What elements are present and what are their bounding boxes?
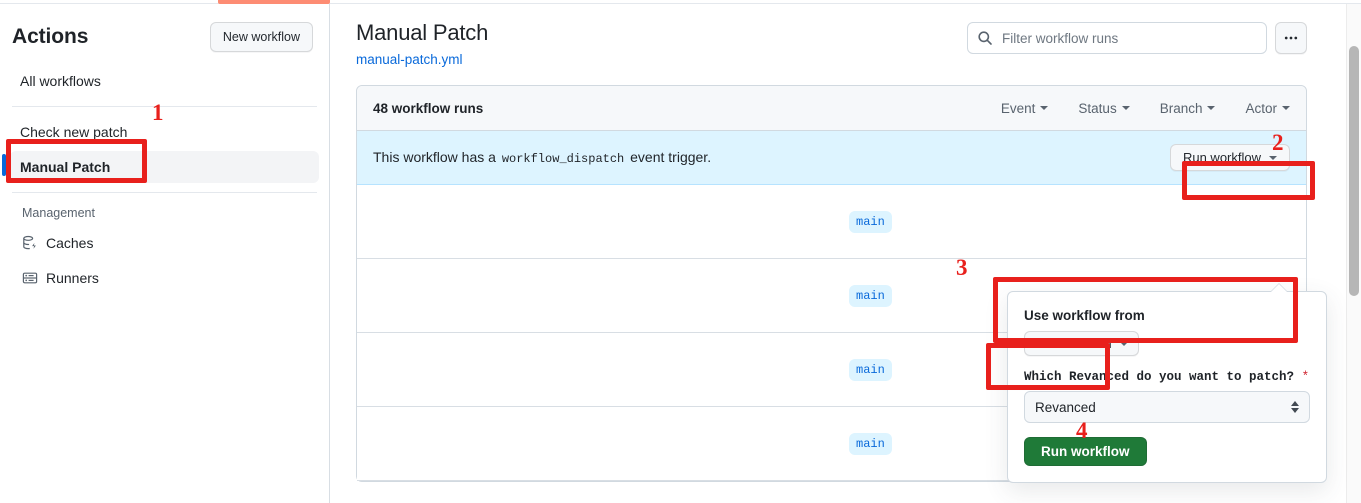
filter-branch[interactable]: Branch bbox=[1160, 101, 1216, 116]
branch-badge[interactable]: main bbox=[849, 358, 892, 381]
filter-actor[interactable]: Actor bbox=[1245, 101, 1290, 116]
page-scrollbar-track[interactable] bbox=[1346, 4, 1361, 503]
submit-run-workflow-button[interactable]: Run workflow bbox=[1024, 437, 1147, 466]
top-divider bbox=[0, 3, 1361, 4]
search-box[interactable] bbox=[967, 22, 1267, 54]
runs-toolbar: 48 workflow runs Event Status Branch bbox=[357, 86, 1306, 131]
required-marker: * bbox=[1301, 370, 1310, 384]
chevron-down-icon bbox=[1119, 341, 1128, 346]
runs-count-label: 48 workflow runs bbox=[373, 100, 484, 116]
header-controls bbox=[967, 22, 1307, 54]
kebab-horizontal-icon bbox=[1284, 36, 1298, 40]
sidebar-item-label: Caches bbox=[46, 235, 94, 251]
filters-group: Event Status Branch Actor bbox=[1001, 101, 1290, 116]
dispatch-text-before: This workflow has a bbox=[373, 149, 496, 165]
active-tab-indicator bbox=[218, 0, 330, 4]
workflow-file-link[interactable]: manual-patch.yml bbox=[356, 52, 463, 67]
patch-field-label-text: Which Revanced do you want to patch? bbox=[1024, 370, 1295, 384]
sidebar-item-label: All workflows bbox=[20, 73, 101, 89]
sidebar-divider-2 bbox=[12, 192, 317, 193]
sidebar-group-management: Management bbox=[22, 206, 95, 220]
sidebar-item-label: Runners bbox=[46, 270, 99, 286]
runners-icon bbox=[22, 270, 38, 286]
chevron-down-icon bbox=[1269, 155, 1277, 160]
search-icon bbox=[977, 30, 993, 51]
page-title: Actions bbox=[12, 25, 89, 48]
cache-icon bbox=[22, 235, 38, 251]
sidebar-item-runners[interactable]: Runners bbox=[10, 262, 319, 294]
table-row[interactable]: main bbox=[357, 185, 1306, 259]
filter-label: Status bbox=[1078, 100, 1117, 116]
sidebar-item-check-new-patch[interactable]: Check new patch bbox=[10, 116, 319, 148]
patch-field-label: Which Revanced do you want to patch? * bbox=[1024, 370, 1310, 384]
sidebar-item-label: Check new patch bbox=[20, 124, 128, 140]
chevron-down-icon bbox=[1121, 106, 1130, 110]
run-workflow-dropdown-panel: Use workflow from Branch: main Which Rev… bbox=[1007, 283, 1327, 483]
branch-selector-label: Branch: main bbox=[1035, 336, 1112, 351]
branch-selector-button[interactable]: Branch: main bbox=[1024, 331, 1139, 356]
use-workflow-from-label: Use workflow from bbox=[1024, 308, 1145, 323]
main-header: Manual Patch manual-patch.yml bbox=[331, 4, 1341, 67]
sidebar-item-all-workflows[interactable]: All workflows bbox=[10, 65, 319, 97]
chevron-down-icon bbox=[1207, 106, 1216, 110]
filter-status[interactable]: Status bbox=[1078, 100, 1130, 116]
more-options-button[interactable] bbox=[1275, 22, 1307, 54]
chevron-down-icon bbox=[1282, 106, 1290, 110]
sidebar-item-manual-patch[interactable]: Manual Patch bbox=[2, 151, 319, 183]
stepper-icon bbox=[1291, 401, 1299, 413]
dispatch-text-after: event trigger. bbox=[630, 149, 712, 165]
filter-label: Event bbox=[1000, 100, 1036, 116]
page-scrollbar-thumb[interactable] bbox=[1349, 46, 1359, 296]
workflow-heading-block: Manual Patch manual-patch.yml bbox=[356, 18, 488, 67]
filter-event[interactable]: Event bbox=[1001, 101, 1049, 116]
patch-select[interactable]: Revanced bbox=[1024, 391, 1310, 423]
dispatch-event-code: workflow_dispatch bbox=[501, 152, 625, 166]
workflow-dispatch-banner: This workflow has a workflow_dispatch ev… bbox=[357, 131, 1306, 185]
dispatch-banner-text: This workflow has a workflow_dispatch ev… bbox=[373, 149, 711, 166]
sidebar-divider-1 bbox=[12, 106, 317, 107]
sidebar-nav: All workflows Check new patch Manual Pat… bbox=[0, 65, 329, 294]
chevron-down-icon bbox=[1040, 106, 1049, 110]
filter-label: Actor bbox=[1245, 100, 1277, 116]
search-input[interactable] bbox=[1000, 29, 1256, 47]
sidebar: Actions New workflow All workflows Check… bbox=[0, 4, 330, 503]
branch-badge[interactable]: main bbox=[849, 284, 892, 307]
new-workflow-button[interactable]: New workflow bbox=[209, 22, 313, 52]
sidebar-header: Actions New workflow bbox=[0, 4, 329, 62]
patch-select-value: Revanced bbox=[1035, 399, 1096, 415]
sidebar-item-label: Manual Patch bbox=[20, 159, 111, 175]
sidebar-item-caches[interactable]: Caches bbox=[10, 227, 319, 259]
workflow-title: Manual Patch bbox=[356, 20, 489, 45]
run-workflow-dropdown-button[interactable]: Run workflow bbox=[1169, 144, 1290, 171]
filter-label: Branch bbox=[1159, 100, 1203, 116]
run-workflow-button-label: Run workflow bbox=[1182, 150, 1261, 165]
main-content: Manual Patch manual-patch.yml bbox=[331, 4, 1341, 503]
branch-badge[interactable]: main bbox=[849, 432, 892, 455]
branch-badge[interactable]: main bbox=[849, 210, 892, 233]
workflow-runs-box: 48 workflow runs Event Status Branch bbox=[356, 85, 1327, 483]
